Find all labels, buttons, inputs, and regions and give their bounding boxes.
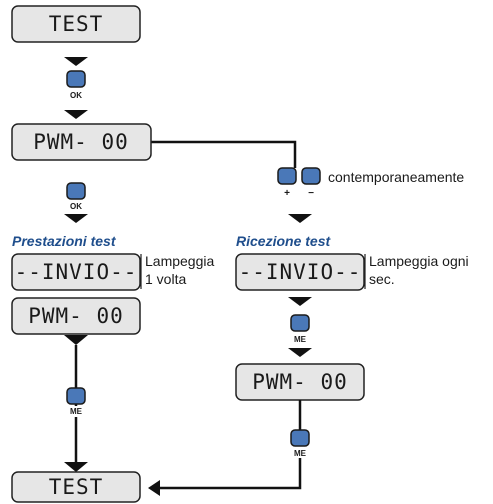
me-button-left: ME: [66, 387, 86, 417]
arrow-down-6: [288, 214, 312, 223]
button-label: OK: [70, 202, 82, 211]
note-line-1: Lampeggia ogni: [369, 253, 469, 269]
display-text: PWM- 00: [28, 304, 124, 328]
note-line-2: sec.: [369, 271, 395, 287]
arrow-down-8: [288, 348, 312, 357]
display-invio-right: --INVIO--: [235, 253, 365, 291]
button-label: +: [284, 188, 290, 199]
button-label: ME: [294, 449, 307, 458]
plus-button: +: [277, 167, 297, 199]
heading-ricezione-test: Ricezione test: [236, 233, 331, 249]
arrow-down-7: [288, 297, 312, 306]
arrow-down-1: [64, 57, 88, 66]
display-text: TEST: [49, 12, 104, 36]
button-label: OK: [70, 91, 82, 100]
note-line-2: 1 volta: [145, 271, 186, 287]
return-line: [160, 458, 302, 490]
me-button-right-1: ME: [290, 314, 310, 344]
ok-button-2: OK: [66, 182, 86, 211]
display-text: --INVIO--: [239, 260, 362, 284]
display-text: TEST: [49, 475, 104, 499]
ok-button-1: OK: [66, 70, 86, 100]
display-text: PWM- 00: [33, 130, 129, 154]
simultaneous-label: contemporaneamente: [328, 169, 464, 185]
branch-line: [151, 140, 297, 168]
arrow-left: [148, 480, 160, 496]
arrow-down-3: [64, 214, 88, 223]
display-test-bottom: TEST: [11, 471, 141, 503]
note-lampeggia-left: Lampeggia 1 volta: [140, 253, 214, 289]
button-label: ME: [70, 407, 83, 416]
button-label: ME: [294, 335, 307, 344]
arrow-down-5: [64, 462, 88, 472]
note-line-1: Lampeggia: [145, 253, 214, 269]
display-pwm-left: PWM- 00: [11, 297, 141, 335]
display-text: --INVIO--: [15, 260, 138, 284]
arrow-down-4: [64, 335, 88, 345]
display-pwm-right: PWM- 00: [235, 363, 365, 401]
arrowheads: [64, 57, 312, 496]
note-lampeggia-right: Lampeggia ogni sec.: [364, 253, 469, 289]
button-label: −: [308, 188, 314, 199]
arrow-down-2: [64, 110, 88, 119]
display-text: PWM- 00: [252, 370, 348, 394]
display-test-top: TEST: [11, 5, 141, 43]
me-button-right-2: ME: [290, 400, 310, 458]
display-invio-left: --INVIO--: [11, 253, 141, 291]
display-pwm-main: PWM- 00: [11, 123, 152, 161]
minus-button: −: [301, 167, 321, 199]
heading-prestazioni-test: Prestazioni test: [12, 233, 117, 249]
